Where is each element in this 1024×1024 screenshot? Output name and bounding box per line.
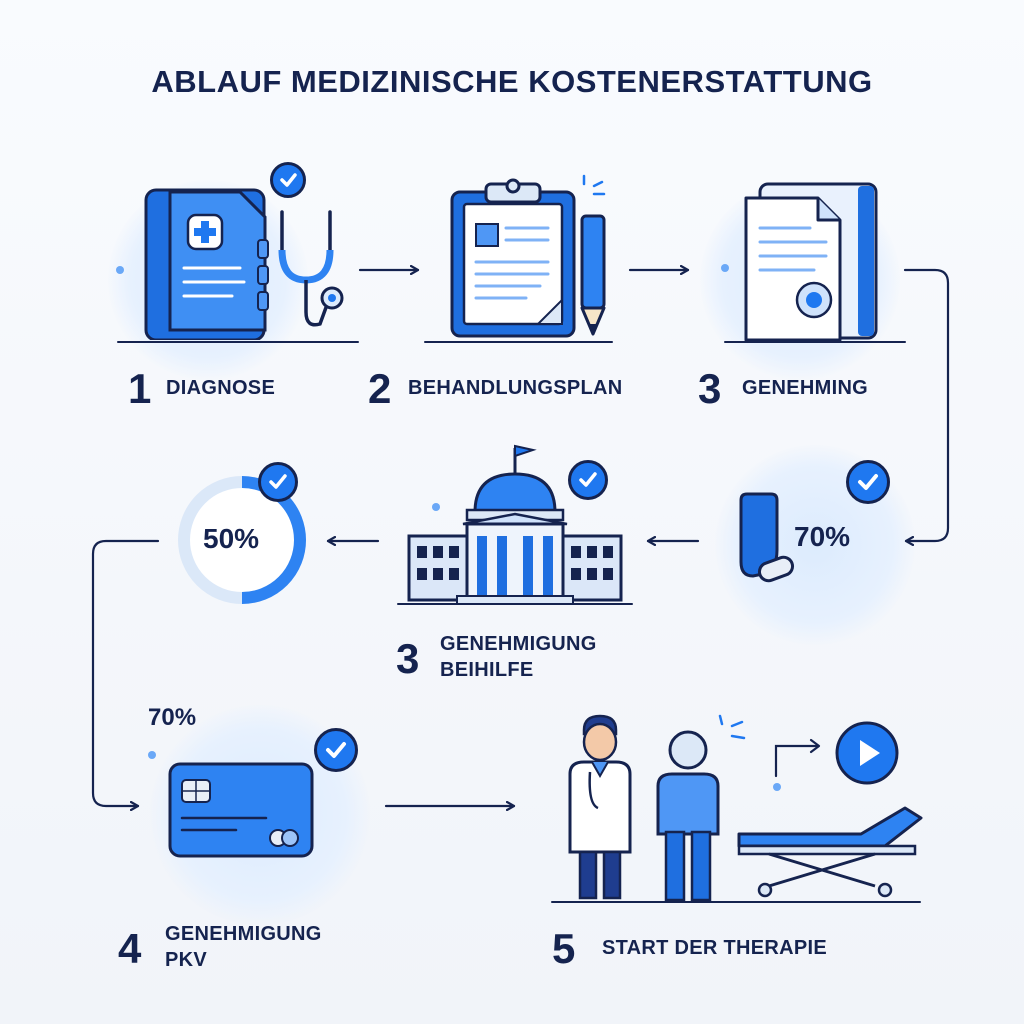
check-badge-icon	[314, 728, 358, 772]
step-3b-label-line2: BEIHILFE	[440, 659, 534, 681]
step-3b-number: 3	[396, 635, 420, 682]
step-3b-label-line1: GENEHMIGUNG	[440, 633, 597, 655]
sparkle-lines	[582, 174, 606, 196]
credit-card-icon	[168, 762, 314, 858]
play-button-icon	[835, 721, 899, 785]
pencil-icon	[580, 214, 606, 336]
government-building-icon	[407, 444, 623, 605]
step-5-number: 5	[552, 925, 576, 972]
sparkle-dot	[148, 751, 156, 759]
sparkle-dot	[721, 264, 729, 272]
treatment-bed-icon	[737, 806, 923, 898]
doctor-icon	[568, 714, 632, 900]
small-flow-arrow	[774, 738, 821, 778]
step-2-label: BEHANDLUNGSPLAN	[408, 377, 623, 399]
clipboard-icon	[450, 178, 576, 338]
arrow-3-to-insurance	[903, 268, 950, 541]
check-badge-icon	[270, 162, 306, 198]
check-badge-icon	[846, 460, 890, 504]
sparkle-dot	[773, 783, 781, 791]
insurance-percentage: 70%	[794, 521, 851, 552]
step-3-number: 3	[698, 365, 722, 412]
pkv-percentage: 70%	[148, 704, 197, 731]
check-badge-icon	[258, 462, 298, 502]
stethoscope-icon	[278, 210, 344, 327]
check-badge-icon	[568, 460, 608, 500]
patient-icon	[656, 730, 720, 902]
arrow-ring-to-pkv	[91, 539, 160, 806]
step-1-label: DIAGNOSE	[166, 377, 276, 399]
beihilfe-ring-percentage: 50%	[203, 523, 260, 554]
step-3-label: GENEHMING	[742, 377, 869, 399]
approval-document-icon	[744, 182, 878, 342]
step-4-label-line2: PKV	[165, 949, 208, 971]
sparkle-dot	[116, 266, 124, 274]
step-1-number: 1	[128, 365, 152, 412]
page-title: ABLAUF MEDIZINISCHE KOSTENERSTATTUNG	[151, 64, 873, 99]
sparkle-lines	[718, 714, 746, 740]
sparkle-dot	[432, 503, 440, 511]
step-2-number: 2	[368, 365, 392, 412]
step-4-number: 4	[118, 925, 142, 972]
step-5-label: START DER THERAPIE	[602, 937, 828, 959]
medical-folder-icon	[144, 188, 269, 340]
step-4-label-line1: GENEHMIGUNG	[165, 923, 322, 945]
insurance-card-icon	[739, 492, 795, 583]
